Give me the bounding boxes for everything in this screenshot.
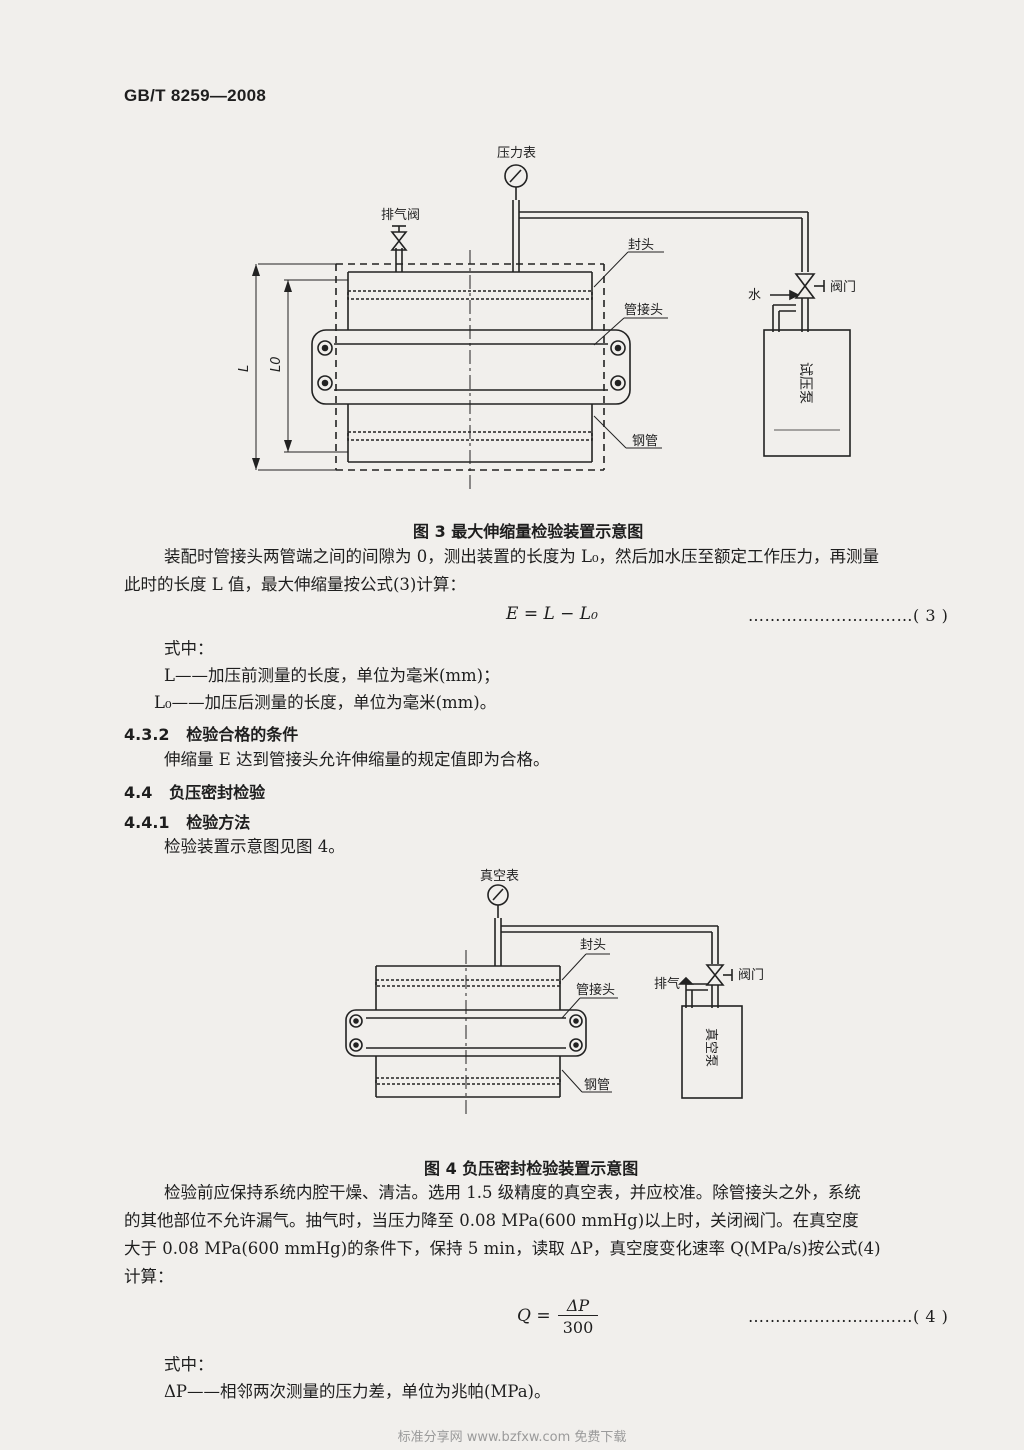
formula-3-number: …………………………( 3 ) [748,606,949,625]
section-4-3-2-number: 4.3.2 [124,725,170,744]
section-4-3-2-title: 检验合格的条件 [186,725,299,744]
fig3-dim-L0: L0 [269,356,284,372]
formula-3: E = L − L₀ [506,604,598,624]
fig4-label-valve: 阀门 [738,968,764,983]
fig3-label-coupling: 管接头 [624,302,663,318]
where2-intro: 式中： [164,1355,214,1374]
section-4-4-1-heading: 4.4.1 检验方法 [124,809,250,833]
para1-line2: 此时的长度 L 值，最大伸缩量按公式(3)计算： [124,575,466,594]
section-4-4-1-text: 检验装置示意图见图 4。 [164,837,345,856]
figure-3-diagram: 压力表 排气阀 封头 管接头 钢管 水 阀门 试压泵 L L0 [237,146,856,490]
para2-line1: 检验前应保持系统内腔干燥、清洁。选用 1.5 级精度的真空表，并应校准。除管接头… [164,1183,861,1202]
section-4-4-heading: 4.4 负压密封检验 [124,779,265,803]
where1-intro: 式中： [164,639,214,658]
para1-line1: 装配时管接头两管端之间的间隙为 0，测出装置的长度为 L₀，然后加水压至额定工作… [164,547,880,566]
section-4-4-title: 负压密封检验 [169,783,266,802]
where2-item1: ΔP——相邻两次测量的压力差，单位为兆帕(MPa)。 [164,1382,551,1401]
fig3-label-pipe: 钢管 [632,434,658,449]
fig4-label-exhaust: 排气 [654,976,680,992]
section-4-3-2-text: 伸缩量 E 达到管接头允许伸缩量的规定值即为合格。 [164,750,550,769]
section-4-3-2-heading: 4.3.2 检验合格的条件 [124,721,298,745]
fig3-label-gauge: 压力表 [497,146,536,161]
fig4-label-pump: 真空泵 [703,1028,718,1067]
fig4-label-coupling: 管接头 [576,982,615,998]
fig3-label-valve: 阀门 [830,280,856,295]
fig3-dim-L: L [237,365,252,372]
section-4-4-1-number: 4.4.1 [124,813,170,832]
figure-4-diagram: 真空表 封头 管接头 钢管 排气 阀门 真空泵 [345,869,764,1118]
fig4-label-gauge: 真空表 [480,869,519,884]
section-4-4-1-title: 检验方法 [186,813,251,832]
formula-4-numerator: ΔP [558,1296,598,1316]
fig4-label-cap: 封头 [580,938,606,953]
figure-4-caption: 图 4 负压密封检验装置示意图 [424,1159,639,1178]
fig3-label-pump: 试压泵 [797,362,813,404]
fig3-label-water: 水 [748,288,761,303]
fig3-label-vent: 排气阀 [381,207,420,223]
section-4-4-number: 4.4 [124,783,153,802]
footer-watermark: 标准分享网 www.bzfxw.com 免费下载 [397,1430,627,1445]
para2-line3: 大于 0.08 MPa(600 mmHg)的条件下，保持 5 min，读取 ΔP… [124,1239,881,1258]
formula-4-lhs: Q = [517,1306,551,1326]
fig4-label-pipe: 钢管 [584,1078,610,1093]
para2-line2: 的其他部位不允许漏气。抽气时，当压力降至 0.08 MPa(600 mmHg)以… [124,1211,859,1230]
formula-4-denominator: 300 [562,1318,594,1337]
fig3-label-cap: 封头 [628,238,654,253]
formula-4-number: …………………………( 4 ) [748,1307,949,1326]
where1-item1: L——加压前测量的长度，单位为毫米(mm)； [164,666,500,685]
para2-line4: 计算： [124,1267,174,1286]
standard-code: GB/T 8259—2008 [124,86,267,105]
figure-3-caption: 图 3 最大伸缩量检验装置示意图 [413,522,644,541]
where1-item2: L₀——加压后测量的长度，单位为毫米(mm)。 [154,693,497,712]
